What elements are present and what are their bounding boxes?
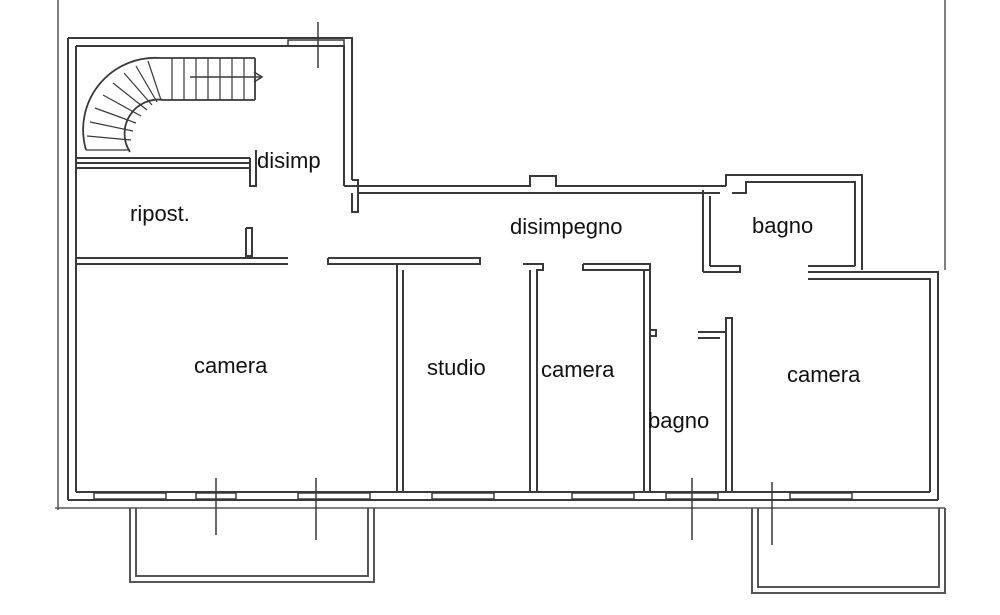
wall-bagno-top-bottom-left <box>703 265 741 273</box>
wall-disimp-left <box>249 150 257 187</box>
window-camera-left-1 <box>93 492 167 500</box>
label-disimp: disimp <box>257 148 321 173</box>
wall-room-top-studio <box>327 257 481 265</box>
room-labels: disimp ripost. disimpegno bagno camera s… <box>130 148 861 433</box>
label-studio: studio <box>427 355 486 380</box>
stair-treads <box>86 58 245 151</box>
wall-bagno-small-jamb <box>649 329 657 337</box>
stair-arrow <box>190 71 264 83</box>
balcony-left-outer <box>129 508 375 583</box>
label-bagno-small: bagno <box>648 408 709 433</box>
label-camera-mid: camera <box>541 357 615 382</box>
staircase <box>82 56 264 153</box>
wall-ripost-jamb <box>245 227 253 257</box>
outer-frame <box>55 0 946 510</box>
windows-bottom <box>93 478 853 545</box>
wall-bagno-small-right <box>698 317 733 492</box>
wall-disimp-right-jamb <box>351 179 359 213</box>
wall-bagno-top-outer <box>725 174 863 270</box>
label-camera-right: camera <box>787 362 861 387</box>
balconies <box>129 508 946 594</box>
windows-top <box>287 22 345 68</box>
label-camera-left: camera <box>194 353 268 378</box>
window-disimp-top <box>287 39 345 47</box>
balcony-left-inner <box>135 508 369 577</box>
wall-camera-mid-top <box>582 263 651 271</box>
exterior-walls <box>67 37 939 501</box>
stair-outer-arc <box>82 56 161 151</box>
window-camera-right <box>789 492 853 500</box>
wall-bagno-top-inner <box>732 181 856 266</box>
balcony-right-inner <box>757 508 940 588</box>
wall-right-inner <box>808 278 931 492</box>
balcony-right-outer <box>751 508 946 594</box>
wall-camera-mid-left <box>523 263 544 492</box>
label-ripost: ripost. <box>130 201 190 226</box>
wall-corridor-top-outer <box>344 175 726 187</box>
wall-top-left-outer <box>68 37 353 180</box>
window-camera-left-3 <box>297 492 371 500</box>
wall-right-outer <box>808 271 939 500</box>
interior-walls <box>76 150 733 492</box>
window-studio <box>431 492 495 500</box>
stair-inner-arc <box>123 98 255 153</box>
label-bagno-top: bagno <box>752 213 813 238</box>
label-disimpegno: disimpegno <box>510 214 623 239</box>
window-camera-mid <box>571 492 635 500</box>
